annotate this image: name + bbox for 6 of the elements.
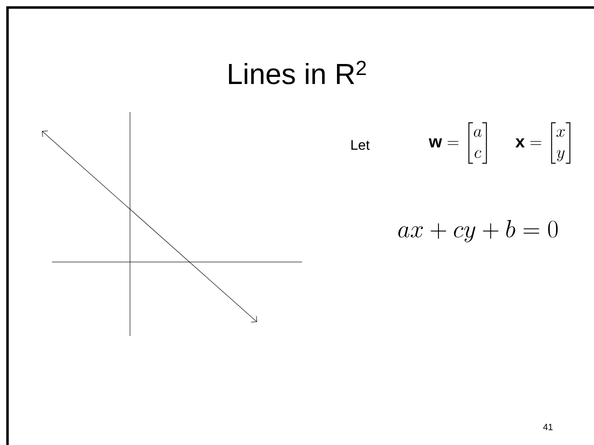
label: Let [351, 140, 370, 150]
page-number: 41 [543, 424, 553, 430]
slide-title: Lines in R$^{2}$ [229, 60, 366, 84]
formula: $ax+cy+b=0$ [398, 220, 558, 242]
formula: $\mathbf{x}=\begin{bmatrix}x\\ y\end{bmatrix}$ [515, 122, 570, 164]
formula: $\mathbf{w}=\begin{bmatrix}a\\ c\end{bmatrix}$ [428, 122, 487, 164]
